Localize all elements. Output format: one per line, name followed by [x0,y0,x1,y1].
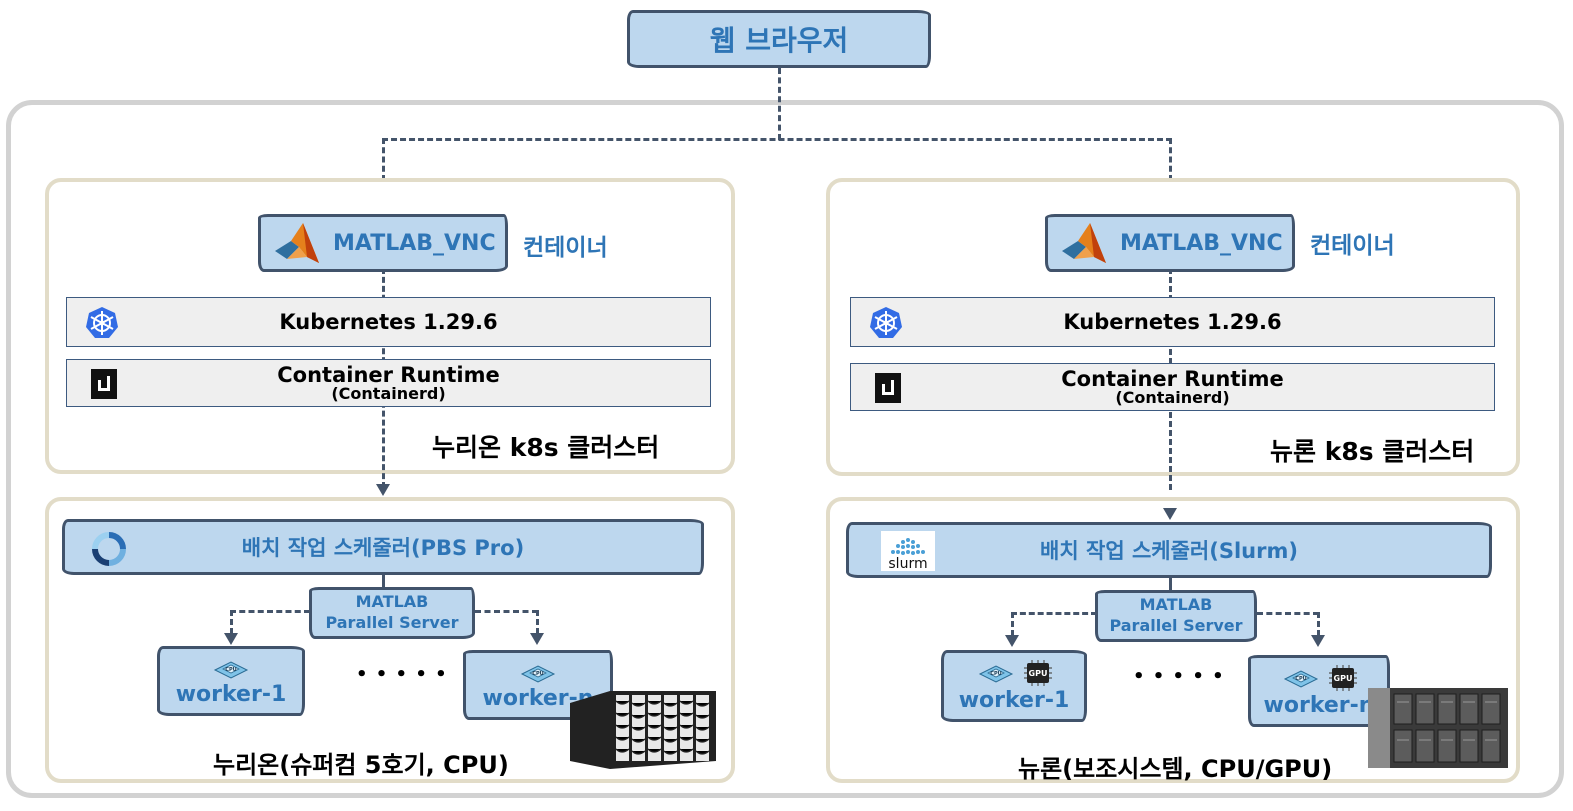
right-scheduler-connector [1169,578,1172,592]
right-parallel-line1: MATLAB [1139,595,1213,615]
left-kubernetes-bar: Kubernetes 1.29.6 [66,297,711,347]
left-scheduler-box: 배치 작업 스케줄러(PBS Pro) [62,519,704,575]
right-dots: • • • • • [1133,666,1225,687]
matlab-logo-icon [1060,221,1108,265]
left-parallel-line1: MATLAB [355,592,429,612]
cpu-chip-icon: CPU [976,662,1016,684]
cpu-chip-icon: CPU [211,658,251,680]
svg-text:CPU: CPU [990,671,1001,677]
kubernetes-helm-icon [85,306,119,340]
containerd-icon [875,373,901,403]
server-rack-icon [570,683,716,769]
slurm-logo-icon: slurm [881,531,935,571]
left-cluster-label: 누리온 k8s 클러스터 [432,433,660,462]
left-runtime-bar: Container Runtime (Containerd) [66,359,711,407]
matlab-logo-icon [273,221,321,265]
outer-system-frame [6,100,1564,798]
right-container-name: MATLAB_VNC [1120,230,1283,256]
right-parallel-line2: Parallel Server [1109,616,1243,635]
right-runtime-label: Container Runtime [1061,366,1284,391]
svg-text:CPU: CPU [225,667,236,673]
right-scheduler-box: slurm 배치 작업 스케줄러(Slurm) [846,522,1492,578]
right-system-label: 뉴론(보조시스템, CPU/GPU) [1018,755,1333,783]
left-branch-line-1 [230,610,310,613]
svg-text:CPU: CPU [1295,676,1306,682]
kubernetes-helm-icon [869,306,903,340]
left-parallel-server-box: MATLAB Parallel Server [309,587,475,639]
left-arrow-to-scheduler [376,484,390,496]
right-arrow-worker1 [1005,635,1019,647]
web-browser-box: 웹 브라우저 [627,10,931,68]
left-container-label: 컨테이너 [523,235,608,261]
right-parallel-server-box: MATLAB Parallel Server [1095,590,1257,642]
server-rack-icon [1368,688,1508,768]
right-branch-line-1 [1011,612,1097,615]
cpu-chip-icon: CPU [518,662,558,684]
svg-text:CPU: CPU [532,671,543,677]
left-dots: • • • • • [356,664,448,685]
right-workern-label: worker-n [1263,693,1375,718]
right-runtime-bar: Container Runtime (Containerd) [850,363,1495,411]
gpu-chip-icon: GPU [1024,660,1052,686]
left-branch-drop-1 [230,610,233,634]
right-kubernetes-bar: Kubernetes 1.29.6 [850,297,1495,347]
containerd-icon [91,369,117,399]
right-runtime-sub: (Containerd) [1115,387,1230,407]
left-parallel-line2: Parallel Server [325,613,459,632]
left-k8s-label: Kubernetes 1.29.6 [279,310,498,334]
cpu-chip-icon: CPU [1281,667,1321,689]
left-arrow-worker1 [224,633,238,645]
left-worker-n: CPU worker-n [463,650,613,720]
right-branch-line-n [1257,612,1319,615]
gpu-chip-icon: GPU [1329,665,1357,691]
right-branch-drop-1 [1011,612,1014,636]
right-k8s-label: Kubernetes 1.29.6 [1063,310,1282,334]
right-branch-drop-n [1317,612,1320,636]
web-browser-label: 웹 브라우저 [709,24,849,57]
left-branch-drop-n [536,610,539,634]
right-worker-1: CPU GPU worker-1 [941,650,1087,722]
left-system-label: 누리온(슈퍼컴 5호기, CPU) [213,751,509,779]
svg-text:GPU: GPU [1334,674,1353,683]
left-container-name: MATLAB_VNC [333,230,496,256]
left-worker-1: CPU worker-1 [157,646,305,716]
left-scheduler-label: 배치 작업 스케줄러(PBS Pro) [241,536,525,560]
pbs-pro-logo-icon [91,531,127,567]
right-worker-n: CPU GPU worker-n [1248,655,1390,727]
right-worker1-label: worker-1 [958,688,1070,713]
browser-split-line [382,138,1172,141]
right-container-label: 컨테이너 [1310,233,1395,259]
left-branch-line-n [475,610,538,613]
right-scheduler-label: 배치 작업 스케줄러(Slurm) [1040,539,1298,563]
left-matlab-vnc-box: MATLAB_VNC [258,214,508,272]
browser-connector [778,68,781,140]
left-worker1-label: worker-1 [175,682,287,707]
left-scheduler-connector [382,575,385,589]
right-matlab-vnc-box: MATLAB_VNC [1045,214,1295,272]
left-arrow-workern [530,633,544,645]
right-arrow-workern [1311,635,1325,647]
svg-text:GPU: GPU [1029,669,1048,678]
left-runtime-label: Container Runtime [277,362,500,387]
right-arrow-to-scheduler [1163,508,1177,520]
right-cluster-label: 뉴론 k8s 클러스터 [1270,437,1475,466]
left-runtime-sub: (Containerd) [331,383,446,403]
